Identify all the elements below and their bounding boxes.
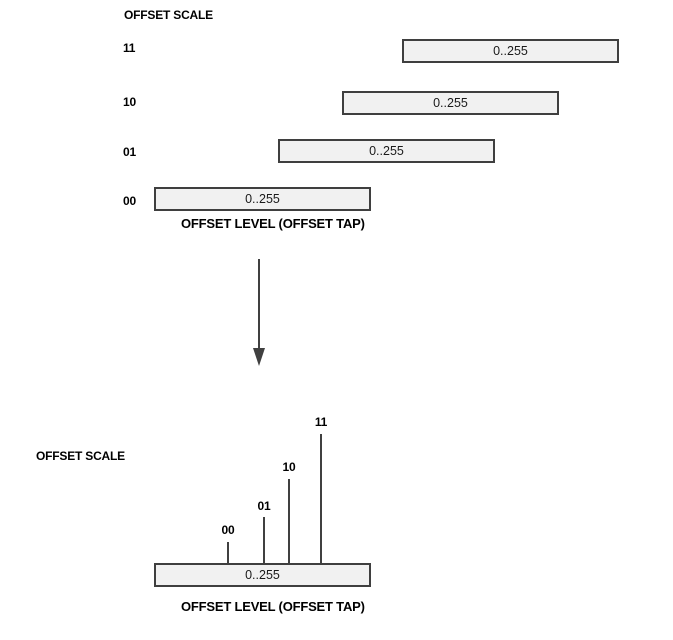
arrow-shaft: [258, 259, 260, 349]
offset-tap-line-11: [320, 434, 322, 563]
offset-range-value-10: 0..255: [433, 96, 468, 110]
offset-range-bar-00: 0..255: [154, 187, 371, 211]
offset-scale-label-10: 10: [123, 95, 136, 109]
offset-tap-line-00: [227, 542, 229, 563]
offset-scale-label-00: 00: [123, 194, 136, 208]
offset-level-value: 0..255: [245, 568, 280, 582]
offset-range-value-11: 0..255: [493, 44, 528, 58]
offset-tap-line-10: [288, 479, 290, 563]
offset-scale-label-11: 11: [123, 41, 136, 55]
offset-range-bar-11: 0..255: [402, 39, 619, 63]
offset-range-value-00: 0..255: [245, 192, 280, 206]
offset-tap-line-01: [263, 517, 265, 563]
offset-range-bar-01: 0..255: [278, 139, 495, 163]
bottom-offset-scale-title: OFFSET SCALE: [36, 449, 125, 463]
offset-tap-label-00: 00: [221, 523, 235, 537]
offset-tap-label-01: 01: [257, 499, 271, 513]
offset-range-value-01: 0..255: [369, 144, 404, 158]
arrow-head: [253, 348, 265, 366]
offset-tap-label-11: 11: [314, 415, 328, 429]
offset-level-bar: 0..255: [154, 563, 371, 587]
offset-scale-label-01: 01: [123, 145, 136, 159]
offset-range-bar-10: 0..255: [342, 91, 559, 115]
bottom-offset-level-caption: OFFSET LEVEL (OFFSET TAP): [181, 599, 365, 614]
top-offset-scale-title: OFFSET SCALE: [124, 8, 213, 22]
offset-tap-label-10: 10: [282, 460, 296, 474]
top-offset-level-caption: OFFSET LEVEL (OFFSET TAP): [181, 216, 365, 231]
